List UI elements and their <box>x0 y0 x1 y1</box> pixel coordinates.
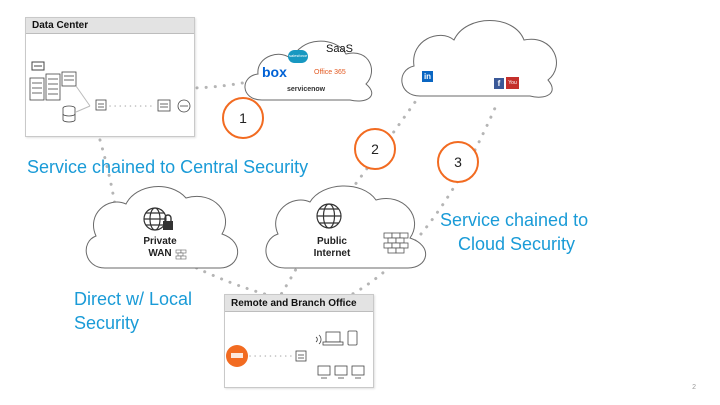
cloud-security-caption-line1: Service chained to <box>440 210 589 230</box>
facebook-icon: f <box>494 78 504 89</box>
public-globe-icon <box>316 203 342 229</box>
branch-office-title: Remote and Branch Office <box>225 295 373 312</box>
database-icon <box>62 105 76 123</box>
path-2-marker: 2 <box>354 128 396 170</box>
server-rack-icon <box>29 71 77 101</box>
office365-logo: Office 365 <box>314 69 346 76</box>
page-number: 2 <box>692 384 696 391</box>
salesforce-logo: salesforce <box>288 50 308 63</box>
data-center-box: Data Center <box>25 17 195 137</box>
public-to-branch-dots <box>278 260 302 298</box>
social-cloud <box>401 20 557 98</box>
firewall-icon <box>383 232 409 254</box>
servicenow-logo: servicenow <box>287 86 326 93</box>
router-icon <box>157 99 171 112</box>
small-firewall-icon <box>175 249 187 260</box>
branch-office-box: Remote and Branch Office <box>224 294 374 388</box>
datacenter-to-saas-dots <box>186 80 250 90</box>
central-security-caption: Service chained to Central Security <box>27 157 309 177</box>
data-center-title: Data Center <box>26 18 194 34</box>
monitor-icon <box>31 61 45 71</box>
internal-links <box>75 85 91 113</box>
local-security-caption-line2: Security <box>74 313 140 333</box>
cloud-security-caption-line2: Cloud Security <box>458 234 576 254</box>
local-security-caption-line1: Direct w/ Local <box>74 289 193 309</box>
switch-icon <box>95 99 107 111</box>
gateway-icon <box>177 99 191 113</box>
saas-label: SaaS <box>326 43 353 55</box>
lock-icon <box>163 214 173 230</box>
box-logo: box <box>262 64 287 80</box>
private-to-branch-dots <box>178 258 274 298</box>
private-wan-label: Private WAN <box>143 236 177 259</box>
data-center-equipment <box>29 61 191 123</box>
saas-cloud <box>244 40 373 102</box>
youtube-icon: You <box>506 77 519 89</box>
path-3-marker: 3 <box>437 141 479 183</box>
public-internet-label: Public Internet <box>313 236 351 259</box>
path-1-marker: 1 <box>222 97 264 139</box>
private-globe-icon <box>143 207 167 231</box>
linkedin-icon: in <box>422 71 433 82</box>
